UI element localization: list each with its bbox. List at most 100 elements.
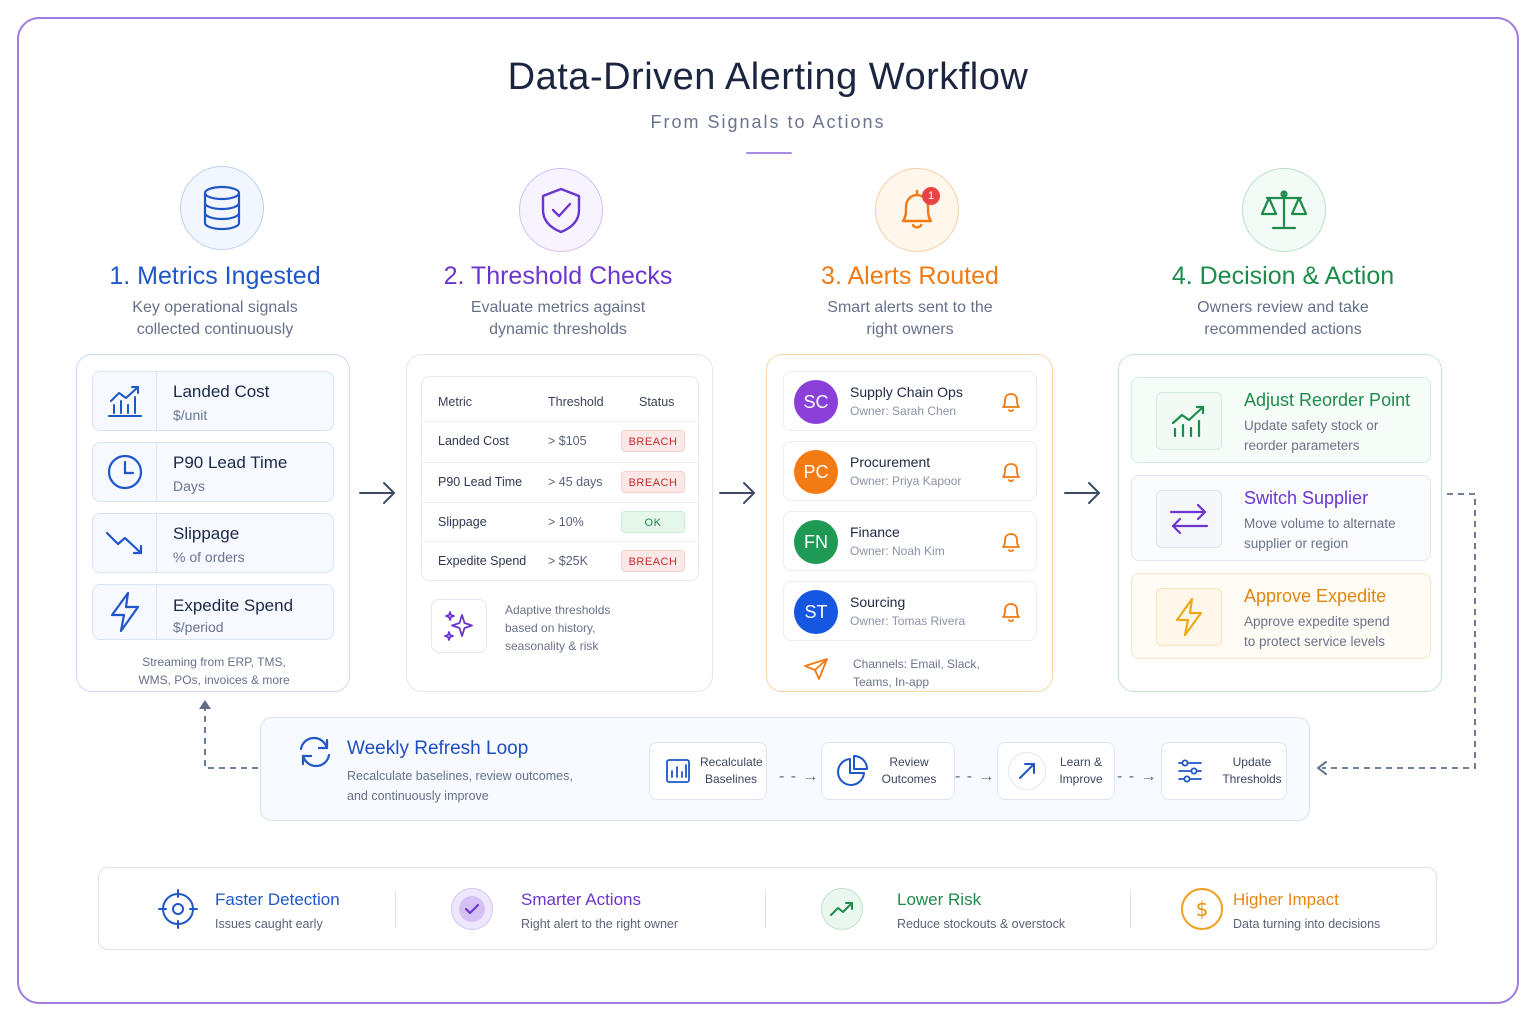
table-row[interactable]: P90 Lead Time > 45 days BREACH xyxy=(422,462,698,502)
step-1-title: 1. Metrics Ingested xyxy=(109,262,321,290)
bar-chart-icon xyxy=(666,759,690,783)
step-4-icon-circle xyxy=(1242,168,1326,252)
scale-icon xyxy=(1260,190,1308,230)
target-icon xyxy=(158,889,198,929)
metric-name: P90 Lead Time xyxy=(173,453,288,472)
benefit-desc: Issues caught early xyxy=(215,917,323,931)
metric-name: Expedite Spend xyxy=(173,596,294,615)
weekly-refresh-loop: Weekly Refresh Loop Recalculate baseline… xyxy=(260,717,1310,821)
bell-icon[interactable] xyxy=(1000,390,1022,414)
team-name: Procurement xyxy=(850,454,931,470)
trend-up-chart-icon xyxy=(1171,405,1205,438)
benefit-title: Smarter Actions xyxy=(521,890,641,909)
send-icon xyxy=(804,658,828,680)
dollar-icon: $ xyxy=(1195,897,1209,921)
streaming-sources-note: Streaming from ERP, TMS,WMS, POs, invoic… xyxy=(138,655,290,687)
avatar: PC xyxy=(794,450,838,494)
channels-note: Channels: Email, Slack,Teams, In-app xyxy=(853,657,980,689)
step-3-icon-circle: 1 xyxy=(875,168,959,252)
adaptive-icon-box xyxy=(431,599,487,653)
metric-unit: $/unit xyxy=(173,407,208,423)
step-4-title: 4. Decision & Action xyxy=(1171,262,1395,290)
flow-arrow-icon xyxy=(1064,482,1100,504)
team-name: Sourcing xyxy=(850,594,906,610)
lightning-icon xyxy=(1175,597,1203,637)
page-title: Data-Driven Alerting Workflow xyxy=(507,56,1029,98)
shield-check-icon xyxy=(541,187,581,234)
owner-card[interactable]: ST Sourcing Owner: Tomas Rivera xyxy=(783,581,1037,641)
benefit-desc: Reduce stockouts & overstock xyxy=(897,917,1066,931)
bar-chart-icon xyxy=(107,386,142,417)
metric-name: Slippage xyxy=(173,524,240,543)
flow-arrow-icon xyxy=(359,482,395,504)
sliders-icon xyxy=(1178,759,1202,783)
swap-arrows-icon xyxy=(1169,503,1209,535)
metric-card[interactable]: Expedite Spend $/period xyxy=(92,584,334,640)
status-badge: BREACH xyxy=(621,430,685,452)
divider xyxy=(765,890,766,928)
owner-card[interactable]: PC Procurement Owner: Priya Kapoor xyxy=(783,441,1037,501)
lightning-icon xyxy=(110,591,139,633)
divider xyxy=(1130,890,1131,928)
metric-unit: Days xyxy=(173,478,205,494)
owner-card[interactable]: SC Supply Chain Ops Owner: Sarah Chen xyxy=(783,371,1037,431)
owner-name: Owner: Priya Kapoor xyxy=(850,474,962,488)
database-icon xyxy=(203,185,241,231)
bell-icon[interactable] xyxy=(1000,530,1022,554)
table-header: Metric Threshold Status xyxy=(438,395,675,409)
step-1-icon-circle xyxy=(180,166,264,250)
title-divider xyxy=(746,152,792,154)
status-badge: BREACH xyxy=(621,550,685,572)
owner-name: Owner: Noah Kim xyxy=(850,544,945,558)
flow-arrow-icon xyxy=(719,482,755,504)
bell-icon[interactable] xyxy=(1000,600,1022,624)
metric-card[interactable]: Landed Cost $/unit xyxy=(92,371,334,431)
trend-up-icon xyxy=(830,902,853,916)
team-name: Supply Chain Ops xyxy=(850,384,963,400)
bell-icon xyxy=(901,189,933,229)
table-row[interactable]: Landed Cost > $105 BREACH xyxy=(422,421,698,461)
owner-name: Owner: Tomas Rivera xyxy=(850,614,966,628)
bell-icon[interactable] xyxy=(1000,460,1022,484)
benefit-faster-detection: Faster Detection Issues caught early xyxy=(157,868,397,951)
metric-unit: % of orders xyxy=(173,549,245,565)
loop-step-label: Learn &Improve xyxy=(1059,755,1103,786)
step-3-title: 3. Alerts Routed xyxy=(821,262,999,290)
loop-desc: Recalculate baselines, review outcomes,a… xyxy=(347,769,573,803)
loop-title: Weekly Refresh Loop xyxy=(347,738,529,759)
benefits-bar: Faster Detection Issues caught early Sma… xyxy=(98,867,1437,950)
avatar: FN xyxy=(794,520,838,564)
benefit-title: Faster Detection xyxy=(215,890,340,909)
table-row[interactable]: Slippage > 10% OK xyxy=(422,502,698,542)
dashed-arrow: - - → xyxy=(1117,768,1158,785)
notification-badge: 1 xyxy=(922,187,940,205)
page-subtitle: From Signals to Actions xyxy=(650,112,886,132)
metric-card[interactable]: P90 Lead Time Days xyxy=(92,442,334,502)
divider xyxy=(395,890,396,928)
metric-card[interactable]: Slippage % of orders xyxy=(92,513,334,573)
pie-chart-icon xyxy=(837,755,868,786)
loop-step-learn[interactable]: Learn &Improve xyxy=(997,742,1115,800)
benefit-desc: Right alert to the right owner xyxy=(521,917,679,931)
clock-icon xyxy=(107,454,142,490)
benefit-higher-impact: $ Higher Impact Data turning into decisi… xyxy=(1181,868,1421,951)
step-2-title: 2. Threshold Checks xyxy=(443,262,673,290)
status-badge: OK xyxy=(621,511,685,533)
status-badge: BREACH xyxy=(621,471,685,493)
table-row[interactable]: Expedite Spend > $25K BREACH xyxy=(422,541,698,581)
owner-card[interactable]: FN Finance Owner: Noah Kim xyxy=(783,511,1037,571)
action-card-switch-supplier[interactable]: Switch Supplier Move volume to alternate… xyxy=(1131,475,1431,561)
action-card-adjust-reorder[interactable]: Adjust Reorder Point Update safety stock… xyxy=(1131,377,1431,463)
step-2-icon-circle xyxy=(519,168,603,252)
action-title: Approve Expedite xyxy=(1244,586,1387,606)
